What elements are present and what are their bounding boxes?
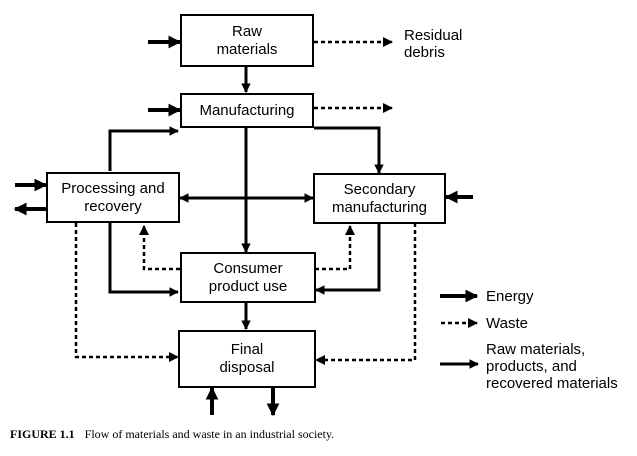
- processing-recovery-box: Processing and recovery: [46, 172, 180, 223]
- flow-processing-to-consumer: [108, 223, 179, 297]
- waste-flows: [74, 37, 417, 365]
- flow-manufacturing-to-secondary: [314, 126, 384, 174]
- manufacturing-box: Manufacturing: [180, 93, 314, 128]
- raw-materials-label: Raw materials: [216, 22, 278, 58]
- waste-secondary-to-disposal: [315, 223, 417, 365]
- flow-processing-to-manufacturing: [108, 126, 179, 171]
- processing-recovery-label: Processing and recovery: [61, 179, 165, 215]
- waste-processing-to-disposal: [74, 223, 179, 362]
- figure-caption: FIGURE 1.1 Flow of materials and waste in…: [10, 427, 334, 442]
- secondary-manufacturing-label: Secondary manufacturing: [331, 180, 428, 216]
- secondary-manufacturing-box: Secondary manufacturing: [313, 173, 446, 224]
- figure-number: FIGURE 1.1: [10, 427, 75, 441]
- legend-energy-label: Energy: [486, 288, 534, 305]
- raw-materials-box: Raw materials: [180, 14, 314, 67]
- waste-consumer-to-processing: [139, 225, 180, 271]
- final-disposal-box: Final disposal: [178, 330, 316, 388]
- manufacturing-label: Manufacturing: [199, 101, 295, 119]
- legend-symbols: [440, 289, 479, 369]
- material-flows: [108, 67, 384, 330]
- legend-materials-label: Raw materials, products, and recovered m…: [486, 341, 618, 392]
- residual-debris-label: Residual debris: [404, 27, 463, 61]
- energy-arrows: [13, 35, 473, 417]
- final-disposal-label: Final disposal: [219, 341, 275, 376]
- flow-secondary-to-consumer: [315, 223, 381, 295]
- consumer-product-use-label: Consumer product use: [208, 259, 288, 295]
- legend-waste-label: Waste: [486, 315, 528, 332]
- figure-caption-text: Flow of materials and waste in an indust…: [84, 427, 335, 441]
- waste-consumer-to-secondary: [315, 225, 355, 271]
- consumer-product-use-box: Consumer product use: [180, 252, 316, 303]
